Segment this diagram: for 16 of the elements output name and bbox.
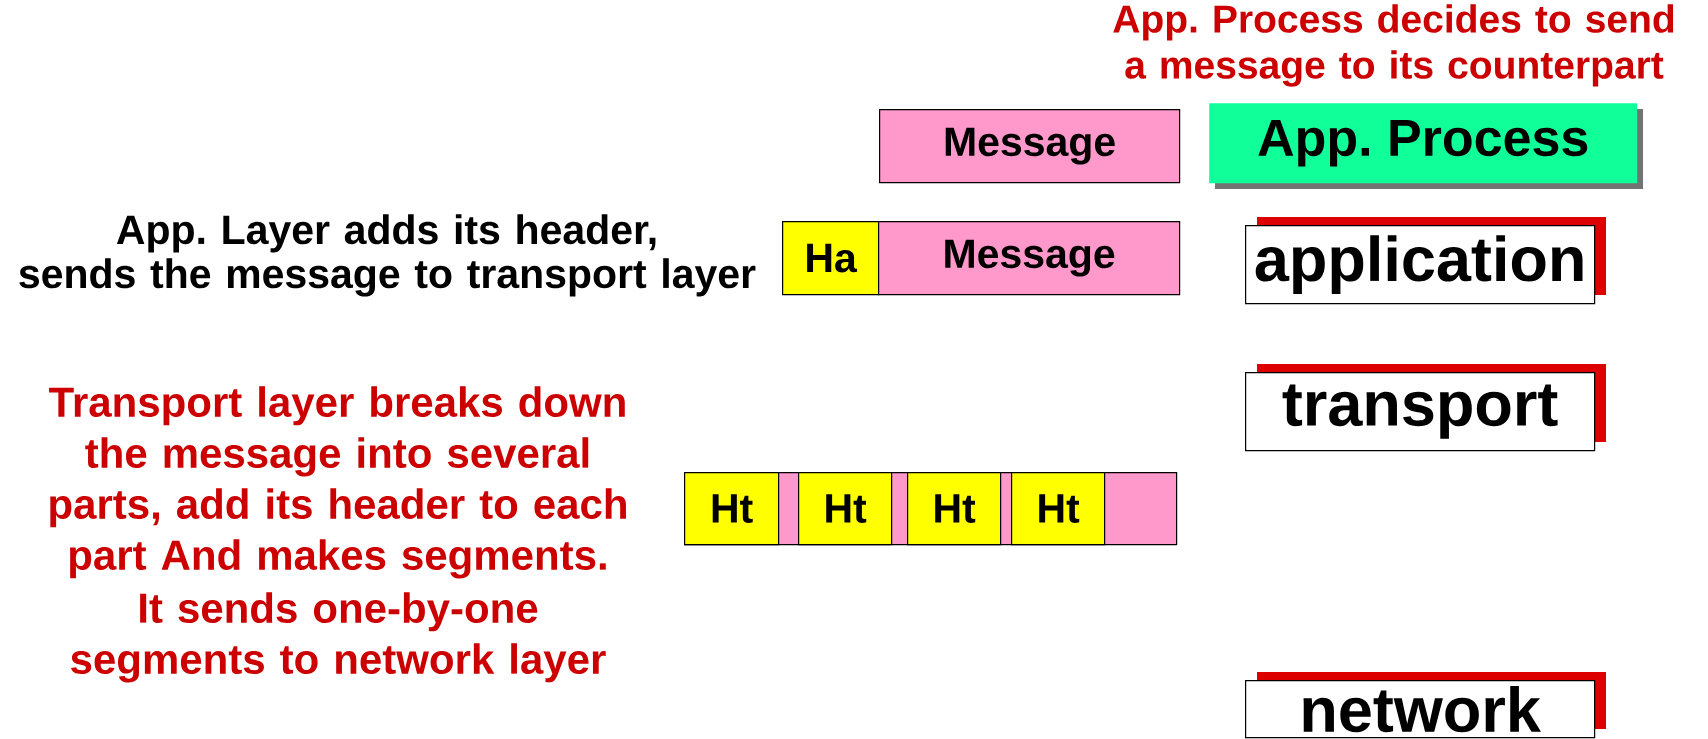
- header-box: Ha: [782, 221, 880, 296]
- process-box: App. Process: [1209, 103, 1643, 189]
- annotation: Transport layer breaks down the message into several parts, add its header to each part And makes segments.: [49, 386, 626, 579]
- header-box: Ht: [907, 472, 1002, 546]
- annotation: It sends one-by-one segments to network layer: [71, 592, 606, 683]
- annotation: App. Process decides to send a message to its counterpart: [1113, 4, 1674, 87]
- header-box: Ht: [684, 472, 780, 546]
- layer-box: network: [1245, 672, 1606, 739]
- header-box: Ht: [1011, 472, 1106, 546]
- message-box: Message: [878, 221, 1181, 296]
- layer-box: application: [1245, 217, 1606, 305]
- layer-box: transport: [1245, 364, 1606, 452]
- header-box: Ht: [798, 472, 893, 546]
- annotation: sends the message to transport layer: [19, 258, 756, 297]
- message-box: Message: [879, 109, 1181, 184]
- annotation: App. Layer adds its header,: [116, 214, 656, 253]
